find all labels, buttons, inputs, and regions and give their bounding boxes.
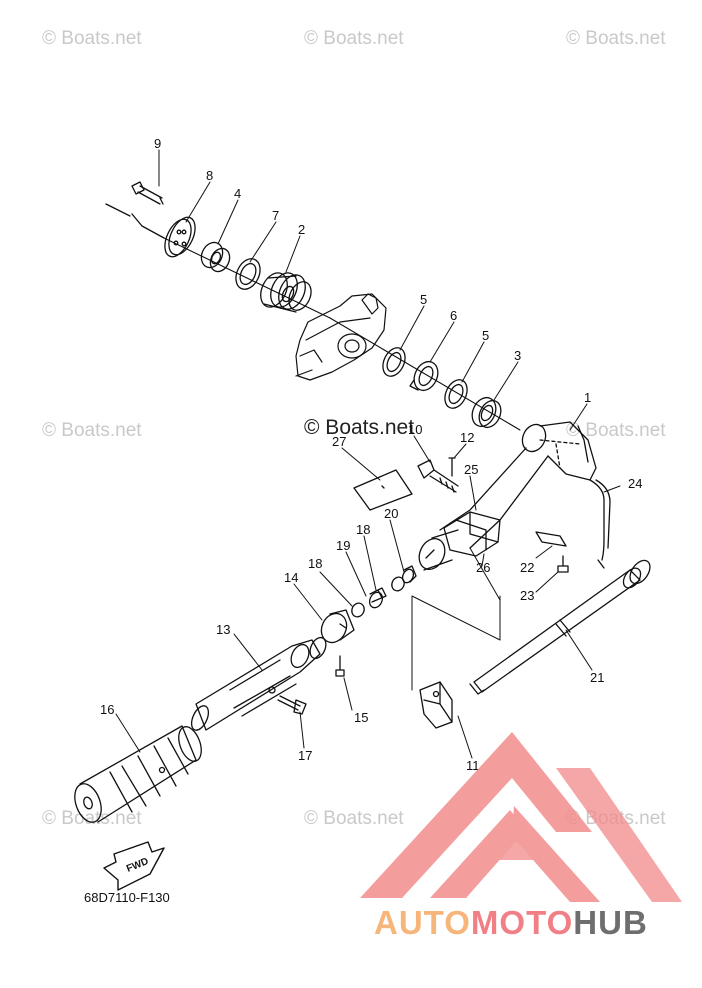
watermark: © Boats.net xyxy=(42,420,142,441)
shaft-part-21 xyxy=(469,559,651,695)
part-labels: 9 8 4 7 2 5 6 5 3 1 10 12 27 25 24 20 18… xyxy=(100,136,642,773)
part-label-6: 6 xyxy=(450,308,457,323)
washer-part-18b xyxy=(391,576,405,592)
washer-part-18a xyxy=(351,602,365,618)
cable-line-1 xyxy=(163,237,331,319)
part-label-12: 12 xyxy=(460,430,474,445)
part-label-26: 26 xyxy=(476,560,490,575)
part-label-2: 2 xyxy=(298,222,305,237)
part-label-18: 18 xyxy=(356,522,370,537)
screw-part-17 xyxy=(277,695,307,715)
oring-part-7 xyxy=(235,258,261,290)
diagram-code: 68D7110-F130 xyxy=(84,890,170,905)
brand-wordmark: AUTOMOTOHUB xyxy=(374,904,648,942)
clamp-part-11 xyxy=(419,681,453,729)
part-label-18: 18 xyxy=(308,556,322,571)
housing-bracket xyxy=(295,293,387,381)
clip-part-6 xyxy=(409,360,439,392)
screw-part-23 xyxy=(557,555,569,573)
screw-part-15 xyxy=(335,655,345,677)
plate-part-27 xyxy=(353,469,413,511)
part-label-14: 14 xyxy=(284,570,298,585)
spring-part-19 xyxy=(368,587,387,609)
throttle-shaft-part-13 xyxy=(190,636,327,731)
part-label-10: 10 xyxy=(408,422,422,437)
collar-part-14 xyxy=(320,609,355,644)
wire-part-24 xyxy=(589,479,611,569)
leader-lines xyxy=(115,149,621,759)
washer-part-5b xyxy=(444,379,468,409)
part-label-15: 15 xyxy=(354,710,368,725)
brand-part-2: MOTO xyxy=(470,904,574,941)
part-label-22: 22 xyxy=(520,560,534,575)
part-label-17: 17 xyxy=(298,748,312,763)
pin-part-12 xyxy=(448,457,456,477)
part-label-11: 11 xyxy=(466,758,480,773)
fwd-arrow-icon xyxy=(103,841,165,891)
bolt-part-9 xyxy=(131,181,164,205)
bushing-part-3 xyxy=(471,396,502,429)
plate-part-8 xyxy=(164,216,196,258)
watermark: © Boats.net xyxy=(566,420,666,441)
part-label-7: 7 xyxy=(272,208,279,223)
part-label-9: 9 xyxy=(154,136,161,151)
part-label-5: 5 xyxy=(482,328,489,343)
watermark: © Boats.net xyxy=(42,808,142,829)
part-label-16: 16 xyxy=(100,702,114,717)
automotohub-logo-icon xyxy=(360,732,682,902)
adjuster-screw-part-10 xyxy=(417,459,459,493)
part-label-25: 25 xyxy=(464,462,478,477)
grip-part-16 xyxy=(74,725,202,823)
watermark: © Boats.net xyxy=(304,28,404,49)
part-label-8: 8 xyxy=(206,168,213,183)
cable xyxy=(131,213,165,239)
watermark: © Boats.net xyxy=(566,28,666,49)
drum-part-2 xyxy=(260,272,312,313)
watermark: © Boats.net xyxy=(304,808,404,829)
part-label-21: 21 xyxy=(590,670,604,685)
tiller-end xyxy=(418,529,459,571)
brand-part-3: HUB xyxy=(573,904,648,941)
watermark-center: © Boats.net xyxy=(304,416,415,439)
plate-part-22 xyxy=(535,531,567,547)
part-label-13: 13 xyxy=(216,622,230,637)
part-label-23: 23 xyxy=(520,588,534,603)
fwd-label: FWD xyxy=(125,856,150,875)
bushing-part-20 xyxy=(401,565,417,584)
reference-frame xyxy=(411,595,501,691)
friction-block-part-25 xyxy=(443,511,501,557)
part-label-3: 3 xyxy=(514,348,521,363)
part-label-5: 5 xyxy=(420,292,427,307)
cable-end xyxy=(105,203,131,217)
bushing-part-4 xyxy=(200,241,231,273)
brand-part-1: AUTO xyxy=(374,904,471,941)
part-label-1: 1 xyxy=(584,390,591,405)
part-label-24: 24 xyxy=(628,476,642,491)
part-label-19: 19 xyxy=(336,538,350,553)
watermark: © Boats.net xyxy=(42,28,142,49)
part-label-20: 20 xyxy=(384,506,398,521)
part-label-4: 4 xyxy=(234,186,241,201)
part-label-27: 27 xyxy=(332,434,346,449)
